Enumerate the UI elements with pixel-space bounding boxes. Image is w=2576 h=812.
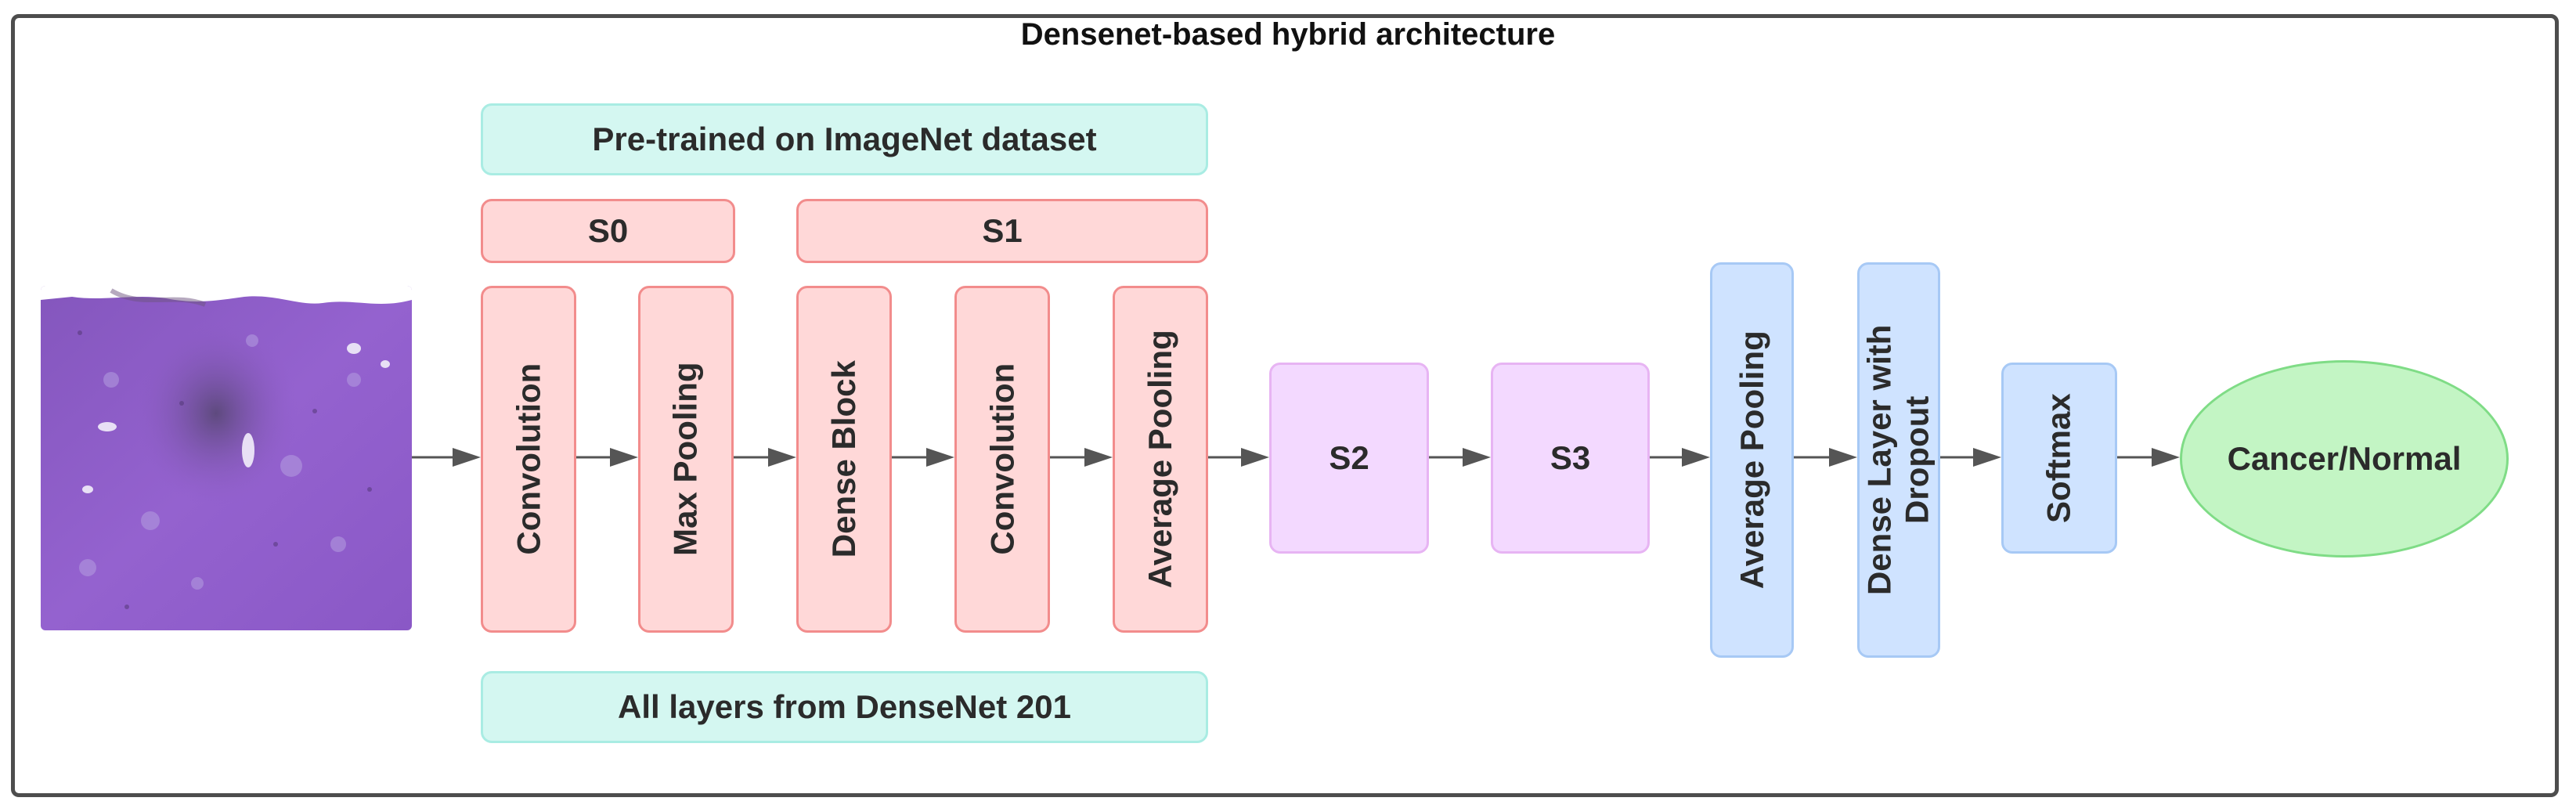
pretrained-banner-text: Pre-trained on ImageNet dataset — [592, 121, 1097, 157]
arrowhead-1 — [453, 448, 481, 467]
stage-s2-label: S2 — [1329, 439, 1369, 476]
arrowhead-2 — [610, 448, 638, 467]
stage-s3-box: S3 — [1491, 363, 1650, 554]
stage-s3-label: S3 — [1550, 439, 1591, 476]
output-class-oval: Cancer/Normal — [2180, 360, 2509, 558]
stage-s1-box: S1 — [796, 199, 1208, 263]
convolution-layer-2: Convolution — [954, 286, 1050, 633]
arrowhead-11 — [2152, 448, 2180, 467]
softmax-layer: Softmax — [2001, 363, 2117, 554]
densenet-layers-banner: All layers from DenseNet 201 — [481, 671, 1208, 743]
arrowhead-3 — [768, 448, 796, 467]
arrowhead-6 — [1241, 448, 1269, 467]
stage-s0-label: S0 — [587, 212, 629, 249]
densenet-layers-banner-text: All layers from DenseNet 201 — [618, 688, 1071, 725]
convolution-layer-1: Convolution — [481, 286, 576, 633]
arrowhead-8 — [1682, 448, 1710, 467]
output-class-label: Cancer/Normal — [2227, 440, 2462, 477]
stage-s2-box: S2 — [1269, 363, 1429, 554]
arrowhead-5 — [1084, 448, 1113, 467]
arrowhead-9 — [1829, 448, 1857, 467]
pretrained-banner: Pre-trained on ImageNet dataset — [481, 103, 1208, 175]
max-pooling-layer: Max Pooling — [638, 286, 734, 633]
average-pooling-layer-1: Average Pooling — [1113, 286, 1208, 633]
diagram-title: Densenet-based hybrid architecture — [1020, 17, 1556, 52]
average-pooling-layer-2: Average Pooling — [1710, 262, 1794, 658]
input-tissue-image — [41, 286, 412, 630]
arrowhead-7 — [1463, 448, 1491, 467]
stage-s1-label: S1 — [982, 212, 1023, 249]
diagram-frame — [11, 14, 2559, 797]
dense-block-layer: Dense Block — [796, 286, 892, 633]
arrowhead-4 — [926, 448, 954, 467]
stage-s0-box: S0 — [481, 199, 735, 263]
arrowhead-10 — [1973, 448, 2001, 467]
